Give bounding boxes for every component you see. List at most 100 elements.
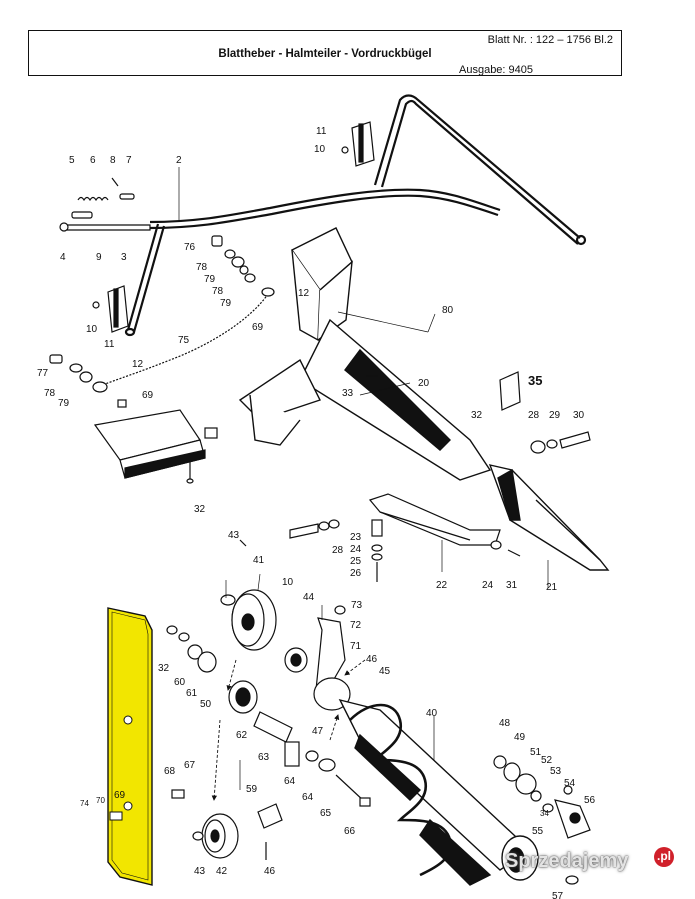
callout-76: 76 bbox=[184, 242, 196, 253]
callout-62: 62 bbox=[236, 730, 248, 741]
callout-54: 54 bbox=[564, 778, 576, 789]
callout-6: 6 bbox=[90, 155, 96, 166]
callout-44: 44 bbox=[303, 592, 315, 603]
callout-69-left: 69 bbox=[142, 390, 154, 401]
callout-10-lower: 10 bbox=[282, 577, 294, 588]
callout-59: 59 bbox=[246, 784, 258, 795]
callout-35: 35 bbox=[528, 373, 542, 388]
main-divider-frame bbox=[238, 227, 610, 571]
callout-42: 42 bbox=[216, 866, 228, 877]
callout-41: 41 bbox=[253, 555, 265, 566]
title-block: Blatt Nr. : 122 – 1756 Bl.2 Blattheber -… bbox=[28, 30, 622, 76]
callout-60: 60 bbox=[174, 677, 186, 688]
callout-12-upper: 12 bbox=[298, 288, 310, 299]
callout-65: 65 bbox=[320, 808, 332, 819]
callout-79-left: 79 bbox=[58, 398, 70, 409]
callout-10-left: 10 bbox=[86, 324, 98, 335]
callout-48: 48 bbox=[499, 718, 511, 729]
callout-24-left: 24 bbox=[350, 544, 362, 555]
callout-28-right: 28 bbox=[528, 410, 540, 421]
callout-20: 20 bbox=[418, 378, 430, 389]
callout-34: 34 bbox=[540, 809, 549, 818]
callout-31: 31 bbox=[506, 580, 518, 591]
callout-71: 71 bbox=[350, 641, 362, 652]
callout-69-plate: 69 bbox=[114, 790, 126, 801]
callout-32-right: 32 bbox=[471, 410, 483, 421]
callout-79-upper: 79 bbox=[204, 274, 216, 285]
callout-45: 45 bbox=[379, 666, 391, 677]
callout-24-right: 24 bbox=[482, 580, 494, 591]
callout-26: 26 bbox=[350, 568, 362, 579]
callout-55: 55 bbox=[532, 826, 544, 837]
callout-7: 7 bbox=[126, 155, 132, 166]
bearing-stack-right bbox=[493, 755, 591, 885]
callout-69-upper: 69 bbox=[252, 322, 264, 333]
support-bracket bbox=[239, 371, 591, 582]
callout-56: 56 bbox=[584, 795, 596, 806]
callout-11-lower: 11 bbox=[104, 339, 115, 350]
callout-40: 40 bbox=[426, 708, 438, 719]
lifter-holder bbox=[93, 409, 218, 484]
callout-66: 66 bbox=[344, 826, 356, 837]
cable-and-fasteners bbox=[49, 235, 275, 408]
callout-73: 73 bbox=[351, 600, 363, 611]
clamp-bracket-upper bbox=[341, 121, 375, 167]
callout-2: 2 bbox=[176, 155, 182, 166]
edition: Ausgabe: 9405 bbox=[459, 64, 534, 76]
callout-77: 77 bbox=[37, 368, 49, 379]
callout-57: 57 bbox=[552, 891, 564, 899]
watermark-badge: .pl bbox=[654, 847, 674, 867]
callout-22: 22 bbox=[436, 580, 448, 591]
callout-32-lower: 32 bbox=[158, 663, 170, 674]
callout-30: 30 bbox=[573, 410, 585, 421]
callout-80: 80 bbox=[442, 305, 454, 316]
callout-33: 33 bbox=[342, 388, 354, 399]
callout-28-left: 28 bbox=[332, 545, 344, 556]
motion-arrows bbox=[211, 659, 366, 801]
callout-labels: 2 3 4 5 6 7 8 9 10 10 10 11 11 12 12 20 … bbox=[37, 126, 596, 899]
callout-46-upper: 46 bbox=[366, 654, 378, 665]
callout-47: 47 bbox=[312, 726, 324, 737]
sheet-number: Blatt Nr. : 122 – 1756 Bl.2 bbox=[487, 34, 613, 46]
callout-79-mid: 79 bbox=[220, 298, 232, 309]
callout-68: 68 bbox=[164, 766, 176, 777]
callout-43-lower: 43 bbox=[194, 866, 206, 877]
callout-11-upper: 11 bbox=[316, 126, 327, 137]
callout-50: 50 bbox=[200, 699, 212, 710]
callout-75: 75 bbox=[178, 335, 190, 346]
callout-53: 53 bbox=[550, 766, 562, 777]
callout-78-left: 78 bbox=[44, 388, 56, 399]
callout-63: 63 bbox=[258, 752, 270, 763]
callout-12-lower: 12 bbox=[132, 359, 144, 370]
callout-67: 67 bbox=[184, 760, 196, 771]
callout-23: 23 bbox=[350, 532, 362, 543]
callout-61: 61 bbox=[186, 688, 198, 699]
callout-43-upper: 43 bbox=[228, 530, 240, 541]
callout-5: 5 bbox=[69, 155, 75, 166]
callout-72: 72 bbox=[350, 620, 362, 631]
leader-lines bbox=[178, 167, 549, 790]
callout-8: 8 bbox=[110, 155, 116, 166]
diagram-title: Blattheber - Halmteiler - Vordruckbügel bbox=[218, 48, 432, 60]
callout-9: 9 bbox=[96, 252, 102, 263]
callout-4: 4 bbox=[60, 252, 66, 263]
spring-and-pins bbox=[59, 177, 151, 232]
callout-46-lower: 46 bbox=[264, 866, 276, 877]
callout-78-upper: 78 bbox=[196, 262, 208, 273]
callout-64-upper: 64 bbox=[284, 776, 296, 787]
watermark-text: Sprzedajemy bbox=[505, 850, 629, 872]
callout-78-mid: 78 bbox=[212, 286, 224, 297]
divider-bow bbox=[124, 94, 587, 337]
callout-21: 21 bbox=[546, 582, 558, 593]
callout-52: 52 bbox=[541, 755, 553, 766]
callout-10-upper: 10 bbox=[314, 144, 326, 155]
clamp-bracket-lower bbox=[92, 285, 129, 333]
callout-25: 25 bbox=[350, 556, 362, 567]
callout-29: 29 bbox=[549, 410, 561, 421]
callout-64-lower: 64 bbox=[302, 792, 314, 803]
drive-components bbox=[166, 589, 371, 860]
callout-70: 70 bbox=[96, 796, 105, 805]
callout-32-left: 32 bbox=[194, 504, 206, 515]
callout-49: 49 bbox=[514, 732, 526, 743]
